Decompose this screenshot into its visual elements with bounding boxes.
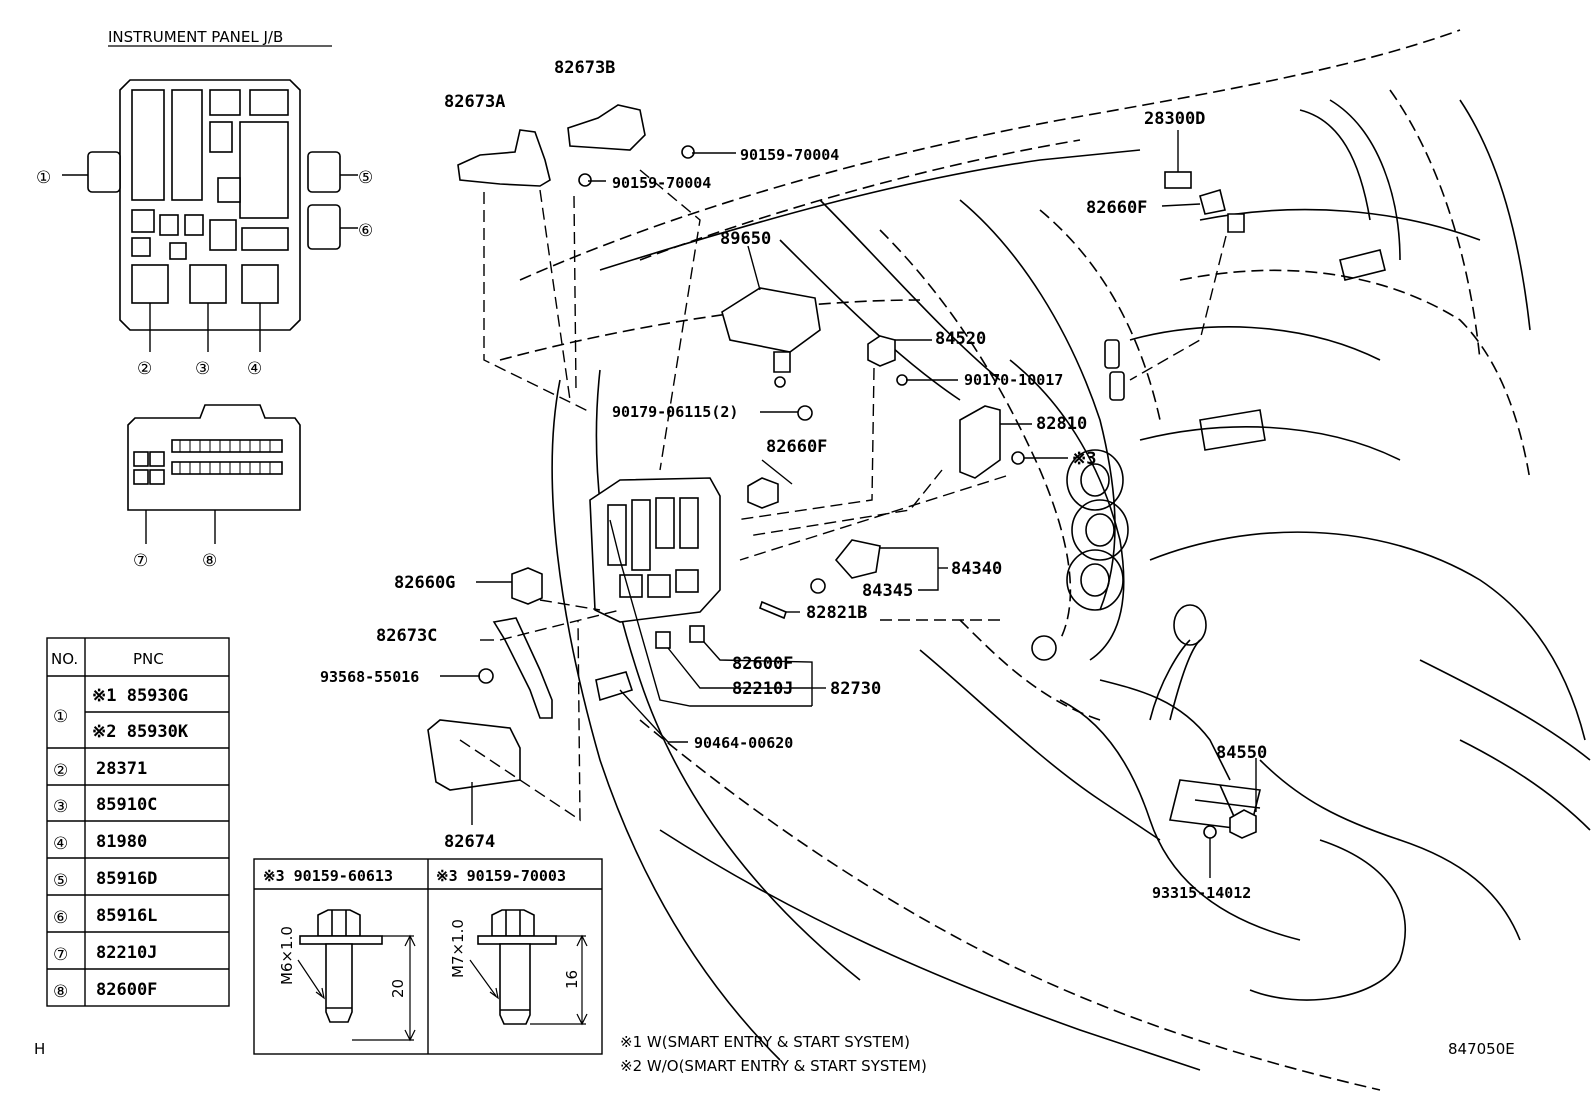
jb-title: INSTRUMENT PANEL J/B <box>108 28 283 46</box>
label-82674: 82674 <box>444 832 495 852</box>
part-shapes <box>427 104 1257 839</box>
instrument-panel-jb: INSTRUMENT PANEL J/B <box>36 28 373 571</box>
callout-6: ⑥ <box>358 221 373 241</box>
table-row-3-pnc: 85910C <box>96 795 157 815</box>
table-header-pnc: PNC <box>133 650 164 668</box>
note-2: ※2 W/O(SMART ENTRY & START SYSTEM) <box>620 1057 927 1075</box>
table-row-1-no: ① <box>53 707 68 727</box>
label-82730: 82730 <box>830 679 881 699</box>
label-82660f-top: 82660F <box>1086 198 1147 218</box>
label-93315-14012: 93315-14012 <box>1152 884 1251 902</box>
bolt-right-header: ※3 90159-70003 <box>436 867 566 885</box>
table-row-8-no: ⑧ <box>53 982 68 1002</box>
label-28300d: 28300D <box>1144 109 1205 129</box>
label-82810: 82810 <box>1036 414 1087 434</box>
table-row-4-no: ④ <box>53 834 68 854</box>
callout-4: ④ <box>247 359 262 379</box>
bolt-right-length: 16 <box>563 970 581 989</box>
bolt-detail: ※3 90159-60613 ※3 90159-70003 M6×1.0 20 <box>253 858 603 1055</box>
label-82821b: 82821B <box>806 603 867 623</box>
label-93568-55016: 93568-55016 <box>320 668 419 686</box>
label-82600f: 82600F <box>732 654 793 674</box>
table-row-2-pnc: 28371 <box>96 759 147 779</box>
label-90464-00620: 90464-00620 <box>694 734 793 752</box>
bolt-right-thread: M7×1.0 <box>449 919 467 978</box>
label-84520: 84520 <box>935 329 986 349</box>
table-row-6-pnc: 85916L <box>96 906 157 926</box>
part-labels: 82673A 82673B 90159-70004 90159-70004 28… <box>320 58 1267 902</box>
corner-letter: H <box>34 1040 45 1058</box>
table-row-1b-pnc: ※2 85930K <box>92 722 189 742</box>
label-82673c: 82673C <box>376 626 437 646</box>
bolt-right-drawing <box>477 909 557 1025</box>
callout-3: ③ <box>195 359 210 379</box>
label-84340: 84340 <box>951 559 1002 579</box>
callout-7: ⑦ <box>133 551 148 571</box>
label-82673a: 82673A <box>444 92 505 112</box>
callout-1: ① <box>36 168 51 188</box>
drawing-number: 847050E <box>1448 1040 1515 1058</box>
footnotes: ※1 W(SMART ENTRY & START SYSTEM) ※2 W/O(… <box>34 1033 1515 1075</box>
table-row-5-pnc: 85916D <box>96 869 157 889</box>
table-row-2-no: ② <box>53 761 68 781</box>
label-90159-70004-lower: 90159-70004 <box>612 174 711 192</box>
label-84345: 84345 <box>862 581 913 601</box>
table-row-5-no: ⑤ <box>53 871 68 891</box>
label-90170-10017: 90170-10017 <box>964 371 1063 389</box>
bolt-left-header: ※3 90159-60613 <box>263 867 393 885</box>
label-note-3: ※3 <box>1072 449 1096 469</box>
label-82210j: 82210J <box>732 679 793 699</box>
table-row-4-pnc: 81980 <box>96 832 147 852</box>
label-82673b: 82673B <box>554 58 615 78</box>
table-row-1a-pnc: ※1 85930G <box>92 686 188 706</box>
table-row-3-no: ③ <box>53 797 68 817</box>
callout-2: ② <box>137 359 152 379</box>
table-row-7-pnc: 82210J <box>96 943 157 963</box>
note-1: ※1 W(SMART ENTRY & START SYSTEM) <box>620 1033 910 1051</box>
callout-8: ⑧ <box>202 551 217 571</box>
table-header-no: NO. <box>51 650 78 668</box>
dashboard-outline <box>499 29 1591 1091</box>
label-84550: 84550 <box>1216 743 1267 763</box>
pnc-table: NO. PNC ① ※1 85930G ※2 85930K ② 28371 ③ … <box>46 637 230 1007</box>
leader-lines <box>440 130 1257 878</box>
table-row-6-no: ⑥ <box>53 908 68 928</box>
callout-5: ⑤ <box>358 168 373 188</box>
bolt-left-length: 20 <box>389 979 407 998</box>
center-console <box>1031 249 1386 831</box>
bolt-left-thread: M6×1.0 <box>278 926 296 985</box>
label-90179-06115: 90179-06115(2) <box>612 403 738 421</box>
label-82660g: 82660G <box>394 573 455 593</box>
table-row-7-no: ⑦ <box>53 945 68 965</box>
label-89650: 89650 <box>720 229 771 249</box>
bolt-left-drawing <box>299 909 383 1023</box>
table-row-8-pnc: 82600F <box>96 980 157 1000</box>
label-82660f-mid: 82660F <box>766 437 827 457</box>
label-90159-70004-upper: 90159-70004 <box>740 146 839 164</box>
